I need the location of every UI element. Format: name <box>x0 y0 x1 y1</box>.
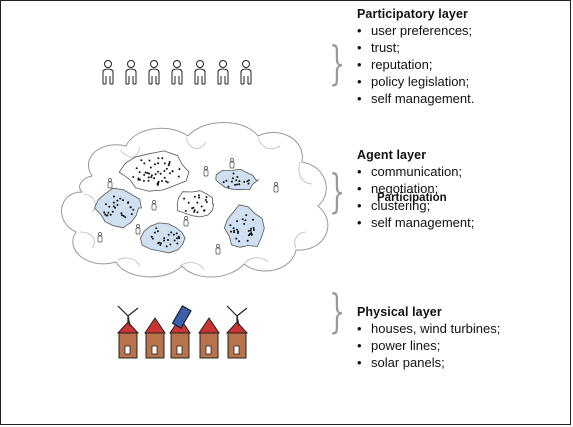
person-icon <box>171 60 183 85</box>
person-icon <box>102 60 114 85</box>
agent-cluster <box>223 204 265 248</box>
physical-layer-list: houses, wind turbines; power lines; sola… <box>357 320 500 371</box>
person-icon <box>125 60 137 85</box>
person-icon <box>148 60 160 85</box>
agent-layer-list: communication; negotiation; clustering; … <box>357 163 474 231</box>
agent-clusters <box>94 150 265 254</box>
solar-panel-icon <box>171 305 192 329</box>
house <box>144 317 166 359</box>
list-item: communication; <box>357 163 474 180</box>
list-item: trust; <box>357 39 474 56</box>
brace-agent: } <box>329 164 346 218</box>
participatory-layer-text: Participatory layer user preferences; tr… <box>357 7 474 107</box>
agent-cluster <box>118 150 190 192</box>
physical-layer-title: Physical layer <box>357 305 442 319</box>
agent-figure <box>97 232 103 243</box>
person-icon <box>217 60 229 85</box>
brace-physical: } <box>329 284 346 338</box>
list-item: self management; <box>357 214 474 231</box>
list-item: user preferences; <box>357 22 474 39</box>
list-item: self management. <box>357 90 474 107</box>
agent-layer-title: Agent layer <box>357 148 427 162</box>
house <box>225 305 249 359</box>
wind-turbine-icon <box>117 305 139 327</box>
agent-figure <box>151 200 157 211</box>
participatory-layer-title: Participatory layer <box>357 7 468 21</box>
houses-group <box>116 305 249 359</box>
list-item: clustering; <box>357 197 474 214</box>
agent-figure <box>107 178 113 189</box>
agent-cluster <box>94 187 142 229</box>
person-icon <box>240 60 252 85</box>
list-item: reputation; <box>357 56 474 73</box>
list-item: negotiation; <box>357 180 474 197</box>
house <box>116 305 140 359</box>
list-item: policy legislation; <box>357 73 474 90</box>
list-item: houses, wind turbines; <box>357 320 500 337</box>
brace-participatory: } <box>329 36 346 90</box>
participation-overlay-label: Participation <box>377 192 447 204</box>
agent-figure <box>229 158 235 169</box>
person-icon <box>194 60 206 85</box>
house <box>198 317 220 359</box>
agent-figure <box>135 224 141 235</box>
physical-layer-text: Physical layer houses, wind turbines; po… <box>357 305 500 371</box>
agent-figure <box>273 182 279 193</box>
lone-agent-figures <box>97 158 279 255</box>
list-item: solar panels; <box>357 354 500 371</box>
agent-figure <box>183 216 189 227</box>
house <box>169 305 192 359</box>
agent-layer-text: Agent layer communication; negotiation; … <box>357 148 474 231</box>
agent-figure <box>215 244 221 255</box>
agent-cluster <box>176 190 215 218</box>
participatory-layer-list: user preferences; trust; reputation; pol… <box>357 22 474 107</box>
people-group <box>102 60 252 85</box>
wind-turbine-icon <box>226 305 248 327</box>
list-item: power lines; <box>357 337 500 354</box>
agent-cluster <box>215 168 260 191</box>
agent-figure <box>203 166 209 177</box>
agent-cluster <box>139 222 186 254</box>
